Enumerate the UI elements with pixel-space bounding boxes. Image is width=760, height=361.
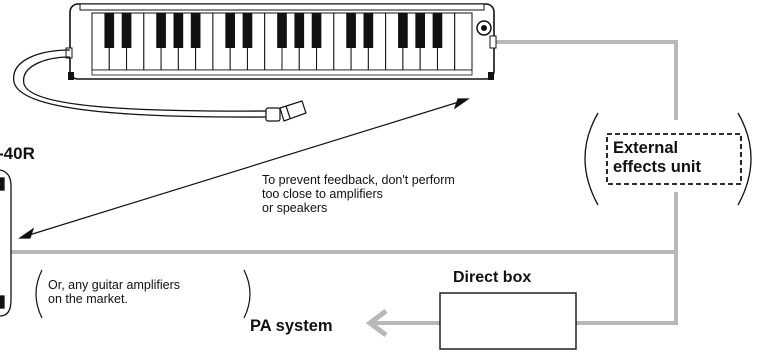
white-key	[454, 12, 473, 71]
black-key	[432, 13, 443, 48]
direct-box	[439, 292, 577, 350]
black-key	[346, 13, 356, 48]
black-key	[398, 13, 408, 48]
feedback-warning-note: To prevent feedback, don't perform too c…	[262, 173, 455, 215]
external-effects-unit	[584, 112, 752, 206]
keyboard-melodica	[65, 3, 497, 80]
black-key	[363, 13, 374, 48]
black-key	[225, 13, 236, 48]
keyboard-foot-left	[68, 72, 74, 80]
black-keys	[104, 13, 443, 48]
guitar-amp-note: Or, any guitar amplifiers on the market.	[48, 278, 180, 306]
cable-plug	[265, 100, 307, 122]
amp-note-right-paren	[243, 269, 251, 319]
black-key	[190, 13, 201, 48]
cable-effects-to-direct-box	[576, 252, 678, 325]
keyboard-front-rail	[91, 69, 473, 76]
cables	[0, 40, 678, 325]
amplifier-model-label: -40R	[0, 144, 35, 163]
pa-arrow-head	[365, 309, 388, 337]
amplifier-edge	[0, 169, 12, 317]
black-key	[415, 13, 426, 48]
pa-system-label: PA system	[250, 317, 333, 335]
keyboard-cable	[13, 49, 273, 118]
black-key	[104, 13, 115, 48]
effects-left-paren	[584, 112, 599, 206]
mouthpiece-socket-inner	[481, 25, 487, 31]
direct-box-label: Direct box	[453, 269, 532, 286]
black-key	[277, 13, 287, 48]
left-jack	[65, 47, 73, 59]
amp-note-left-paren	[35, 269, 43, 319]
effects-dashed-box	[606, 133, 742, 185]
distance-arrow	[18, 98, 470, 239]
black-key	[242, 13, 253, 48]
black-key	[294, 13, 305, 48]
external-effects-label: External effects unit	[613, 139, 702, 176]
black-key	[173, 13, 184, 48]
effects-right-paren	[737, 112, 752, 206]
black-key	[156, 13, 166, 48]
keyboard-foot-right	[488, 72, 494, 80]
keyboard-top-rim	[79, 3, 485, 11]
output-jack	[489, 35, 497, 49]
black-key	[311, 13, 322, 48]
cable-keyboard-to-effects	[492, 40, 678, 120]
black-key	[121, 13, 132, 48]
